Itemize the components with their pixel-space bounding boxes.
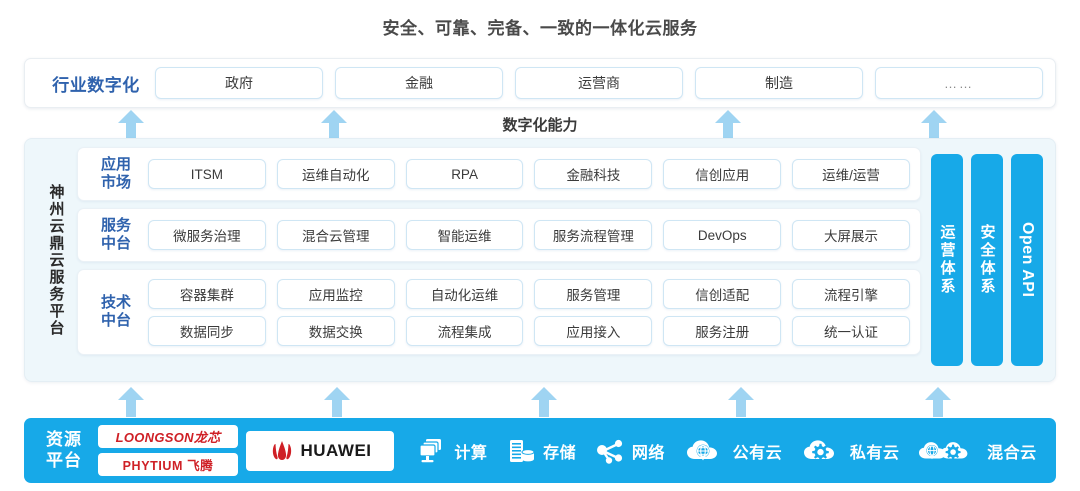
- up-arrow-7: [531, 387, 557, 417]
- band-label-line2: 中台: [100, 312, 131, 329]
- chip-app-monitoring[interactable]: 应用监控: [276, 278, 395, 309]
- vendor-logo-stack: LOONGSON龙芯 PHYTIUM 飞腾: [98, 425, 238, 476]
- storage-icon: [510, 439, 535, 462]
- chip-devops[interactable]: DevOps: [663, 220, 782, 250]
- resource-item-label: 网络: [631, 444, 665, 462]
- platform-body: 应用 市场 ITSM 运维自动化 RPA 金融科技 信创应用 运维/运营: [77, 147, 1045, 373]
- chip-container-cluster[interactable]: 容器集群: [148, 278, 266, 309]
- pillar-security-system[interactable]: 安全体系: [971, 154, 1003, 366]
- chip-microservice-governance[interactable]: 微服务治理: [148, 220, 266, 250]
- chip-data-exchange[interactable]: 数据交换: [276, 315, 395, 346]
- industry-chip-manufacturing[interactable]: 制造: [695, 67, 863, 99]
- band-label-line1: 应用: [100, 155, 131, 173]
- resource-item-label: 计算: [454, 444, 488, 462]
- resource-item-hybrid-cloud[interactable]: 混合云: [918, 437, 1037, 465]
- chip-hybrid-cloud-mgmt[interactable]: 混合云管理: [276, 220, 395, 250]
- public-cloud-icon: [686, 439, 717, 460]
- up-arrow-8: [728, 387, 754, 417]
- resource-item-label: 混合云: [987, 444, 1037, 462]
- industry-chip-more[interactable]: ……: [875, 67, 1043, 99]
- chip-ops-automation[interactable]: 运维自动化: [276, 159, 395, 189]
- private-cloud-icon: [803, 439, 834, 460]
- chip-service-process-mgmt[interactable]: 服务流程管理: [534, 220, 653, 250]
- resource-item-public-cloud[interactable]: 公有云: [684, 437, 783, 465]
- page-title: 安全、可靠、完备、一致的一体化云服务: [382, 19, 698, 38]
- band-service-grid: 微服务治理 混合云管理 智能运维 服务流程管理 DevOps 大屏展示: [148, 220, 910, 250]
- band-label-line1: 服务: [100, 216, 131, 234]
- industry-label: 行业数字化: [52, 75, 140, 95]
- up-arrow-1: [118, 110, 144, 140]
- chip-large-screen-display[interactable]: 大屏展示: [792, 220, 910, 250]
- digital-capability-label: 数字化能力: [502, 117, 578, 134]
- band-row: 数据同步 数据交换 流程集成 应用接入 服务注册 统一认证: [148, 315, 910, 346]
- resource-item-storage[interactable]: 存储: [506, 436, 576, 466]
- resource-item-label: 存储: [543, 444, 577, 462]
- chip-rpa[interactable]: RPA: [405, 159, 524, 189]
- platform-vertical-label: 神州云鼎云服务平台: [47, 183, 65, 337]
- chip-intelligent-ops[interactable]: 智能运维: [405, 220, 524, 250]
- band-service-label: 服务 中台: [84, 217, 148, 254]
- band-row: ITSM 运维自动化 RPA 金融科技 信创应用 运维/运营: [148, 159, 910, 189]
- compute-icon: [419, 438, 442, 462]
- resource-item-label: 私有云: [849, 444, 900, 462]
- chip-app-access[interactable]: 应用接入: [534, 315, 653, 346]
- network-icon: [596, 439, 622, 464]
- resource-item-label: 公有云: [732, 444, 783, 462]
- resource-platform-bar: 资源 平台 LOONGSON龙芯 PHYTIUM 飞腾 HUAWEI: [24, 418, 1056, 483]
- chip-itsm[interactable]: ITSM: [148, 159, 266, 189]
- up-arrow-4: [921, 110, 947, 140]
- up-arrow-6: [324, 387, 350, 417]
- resource-item-list: 计算 存储: [394, 436, 1046, 466]
- resource-platform-label: 资源 平台: [32, 430, 96, 471]
- chip-xinchuang-adaptation[interactable]: 信创适配: [663, 278, 782, 309]
- platform-bands: 应用 市场 ITSM 运维自动化 RPA 金融科技 信创应用 运维/运营: [77, 147, 921, 373]
- band-label-line2: 市场: [100, 174, 131, 191]
- band-row: 微服务治理 混合云管理 智能运维 服务流程管理 DevOps 大屏展示: [148, 220, 910, 250]
- industry-digitalization-bar: 行业数字化 政府 金融 运营商 制造 ……: [24, 58, 1056, 108]
- up-arrow-5: [118, 387, 144, 417]
- chip-xinchuang-app[interactable]: 信创应用: [663, 159, 782, 189]
- cloud-service-platform: 神州云鼎云服务平台 应用 市场 ITSM 运维自动化 RPA 金融科技: [24, 138, 1056, 382]
- chip-automated-ops[interactable]: 自动化运维: [405, 278, 524, 309]
- band-row: 容器集群 应用监控 自动化运维 服务管理 信创适配 流程引擎: [148, 278, 910, 309]
- chip-data-sync[interactable]: 数据同步: [148, 315, 266, 346]
- phytium-logo: PHYTIUM 飞腾: [98, 453, 238, 476]
- band-tech-midplatform: 技术 中台 容器集群 应用监控 自动化运维 服务管理 信创适配 流程引擎: [77, 269, 921, 355]
- hybrid-cloud-icon: [919, 441, 968, 460]
- up-arrow-2: [321, 110, 347, 140]
- pillar-operations-system[interactable]: 运营体系: [931, 154, 963, 366]
- chip-process-engine[interactable]: 流程引擎: [792, 278, 910, 309]
- chip-process-integration[interactable]: 流程集成: [405, 315, 524, 346]
- loongson-logo: LOONGSON龙芯: [98, 425, 238, 448]
- chip-unified-auth[interactable]: 统一认证: [792, 315, 910, 346]
- industry-chip-operator[interactable]: 运营商: [515, 67, 683, 99]
- up-arrow-9: [925, 387, 951, 417]
- industry-chip-government[interactable]: 政府: [155, 67, 323, 99]
- pillar-open-api[interactable]: Open API: [1011, 154, 1043, 366]
- resource-item-network[interactable]: 网络: [595, 436, 665, 466]
- resource-item-private-cloud[interactable]: 私有云: [801, 437, 900, 465]
- industry-item-list: 政府 金融 运营商 制造 ……: [155, 67, 1043, 99]
- band-tech-label: 技术 中台: [84, 294, 148, 331]
- huawei-logo: HUAWEI: [246, 430, 394, 471]
- industry-chip-finance[interactable]: 金融: [335, 67, 503, 99]
- resource-label-line1: 资源: [46, 429, 82, 449]
- resource-label-line2: 平台: [46, 450, 82, 470]
- chip-service-registry[interactable]: 服务注册: [663, 315, 782, 346]
- chip-ops-operations[interactable]: 运维/运营: [792, 159, 910, 189]
- huawei-flower-icon: [272, 440, 291, 460]
- chip-service-mgmt[interactable]: 服务管理: [534, 278, 653, 309]
- band-app-market-label: 应用 市场: [84, 156, 148, 193]
- band-label-line1: 技术: [100, 293, 131, 311]
- up-arrow-3: [715, 110, 741, 140]
- band-app-market-grid: ITSM 运维自动化 RPA 金融科技 信创应用 运维/运营: [148, 159, 910, 189]
- band-service-midplatform: 服务 中台 微服务治理 混合云管理 智能运维 服务流程管理 DevOps 大屏展…: [77, 208, 921, 262]
- band-label-line2: 中台: [100, 235, 131, 252]
- band-tech-grid: 容器集群 应用监控 自动化运维 服务管理 信创适配 流程引擎 数据同步 数据交换…: [148, 278, 910, 346]
- resource-item-compute[interactable]: 计算: [417, 436, 487, 466]
- band-app-market: 应用 市场 ITSM 运维自动化 RPA 金融科技 信创应用 运维/运营: [77, 147, 921, 201]
- huawei-wordmark: HUAWEI: [300, 440, 372, 460]
- platform-pillars: 运营体系 安全体系 Open API: [929, 147, 1045, 373]
- chip-fintech[interactable]: 金融科技: [534, 159, 653, 189]
